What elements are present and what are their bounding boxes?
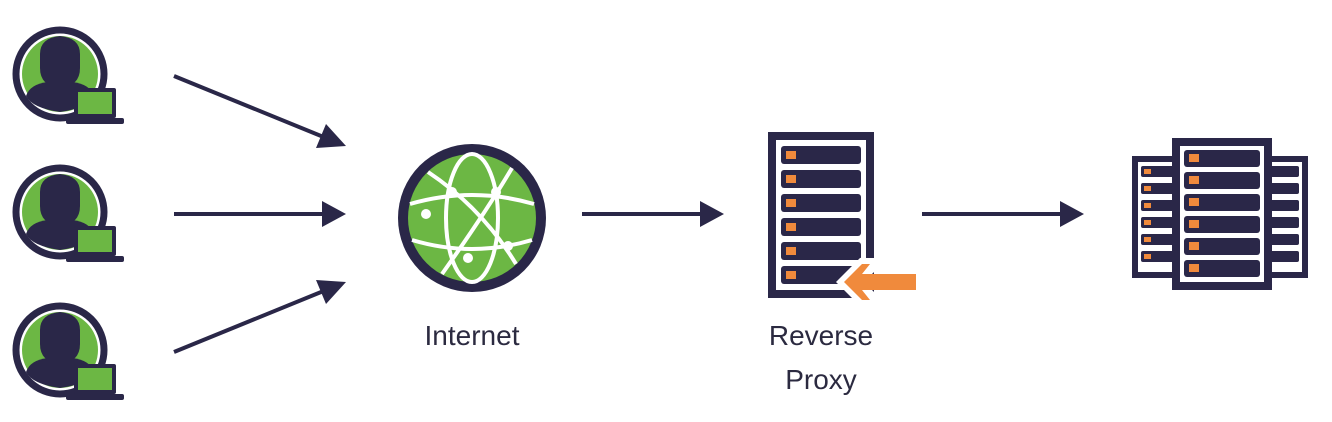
user-1	[16, 30, 124, 124]
user-2	[16, 168, 124, 262]
arrow-left-icon	[836, 258, 916, 306]
arrow-user2-to-internet	[174, 201, 346, 227]
user-with-laptop-icon	[16, 30, 124, 124]
arrow-user1-to-internet	[173, 74, 346, 148]
reverse-proxy-label-line1: Reverse	[768, 320, 874, 351]
internet-label: Internet	[424, 320, 520, 351]
arrow-proxy-to-backend	[922, 201, 1084, 227]
arrow-user3-to-internet	[173, 280, 346, 354]
user-3	[16, 306, 124, 400]
server-rack-icon	[768, 132, 874, 298]
arrow-internet-to-proxy	[582, 201, 724, 227]
user-with-laptop-icon	[16, 168, 124, 262]
user-with-laptop-icon	[16, 306, 124, 400]
globe-icon	[398, 144, 546, 292]
server-cluster-icon	[1132, 138, 1308, 290]
reverse-proxy-label-line2: Proxy	[785, 364, 857, 395]
